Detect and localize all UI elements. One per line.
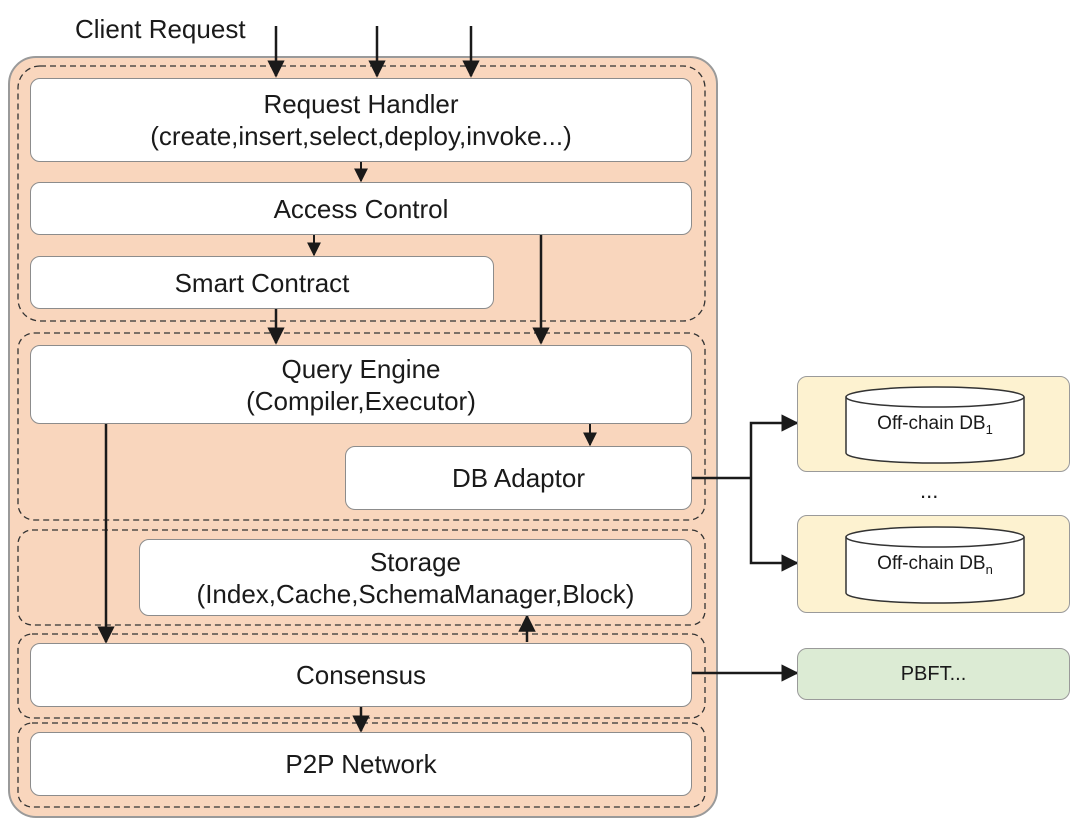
offchain-db1-subscript: 1 — [985, 421, 993, 437]
request-handler-subtitle: (create,insert,select,deploy,invoke...) — [150, 121, 572, 151]
group-outline-top — [17, 65, 706, 322]
pbft-panel: PBFT... — [797, 648, 1070, 700]
offchain-dbn-label: Off-chain DBn — [844, 553, 1026, 577]
consensus-block: Consensus — [30, 643, 692, 707]
offchain-db1-label: Off-chain DB1 — [844, 413, 1026, 437]
query-engine-block: Query Engine (Compiler,Executor) — [30, 345, 692, 424]
database-cylinder-icon — [845, 386, 1025, 464]
request-handler-title: Request Handler — [263, 89, 459, 119]
smart-contract-title: Smart Contract — [174, 267, 350, 298]
offchain-dbn-text: Off-chain DB — [877, 553, 986, 574]
storage-block: Storage (Index,Cache,SchemaManager,Block… — [139, 539, 692, 616]
offchain-db1-panel: Off-chain DB1 — [797, 376, 1070, 472]
offchain-dbn-subscript: n — [985, 561, 993, 577]
pbft-label: PBFT... — [900, 662, 967, 685]
storage-title: Storage — [369, 546, 462, 577]
arrow-to-db1 — [749, 414, 799, 478]
db-adaptor-title: DB Adaptor — [452, 463, 585, 493]
p2p-network-title: P2P Network — [285, 749, 437, 779]
offchain-db1-text: Off-chain DB — [877, 413, 986, 434]
group-outline-storage — [17, 529, 706, 626]
request-handler-block: Request Handler (create,insert,select,de… — [30, 78, 692, 162]
offchain-dbn-panel: Off-chain DBn — [797, 515, 1070, 613]
storage-subtitle: (Index,Cache,SchemaManager,Block) — [196, 578, 635, 609]
database-cylinder-icon — [845, 526, 1025, 604]
query-engine-title: Query Engine — [281, 353, 441, 384]
consensus-title: Consensus — [295, 660, 427, 690]
access-control-block: Access Control — [30, 182, 692, 235]
query-engine-subtitle: (Compiler,Executor) — [246, 385, 476, 416]
db-adaptor-block: DB Adaptor — [345, 446, 692, 510]
client-request-label: Client Request — [75, 14, 246, 44]
smart-contract-block: Smart Contract — [30, 256, 494, 309]
access-control-title: Access Control — [273, 193, 449, 224]
offchain-ellipsis: ... — [920, 478, 939, 503]
arrow-to-dbn — [749, 478, 799, 572]
p2p-network-block: P2P Network — [30, 732, 692, 796]
